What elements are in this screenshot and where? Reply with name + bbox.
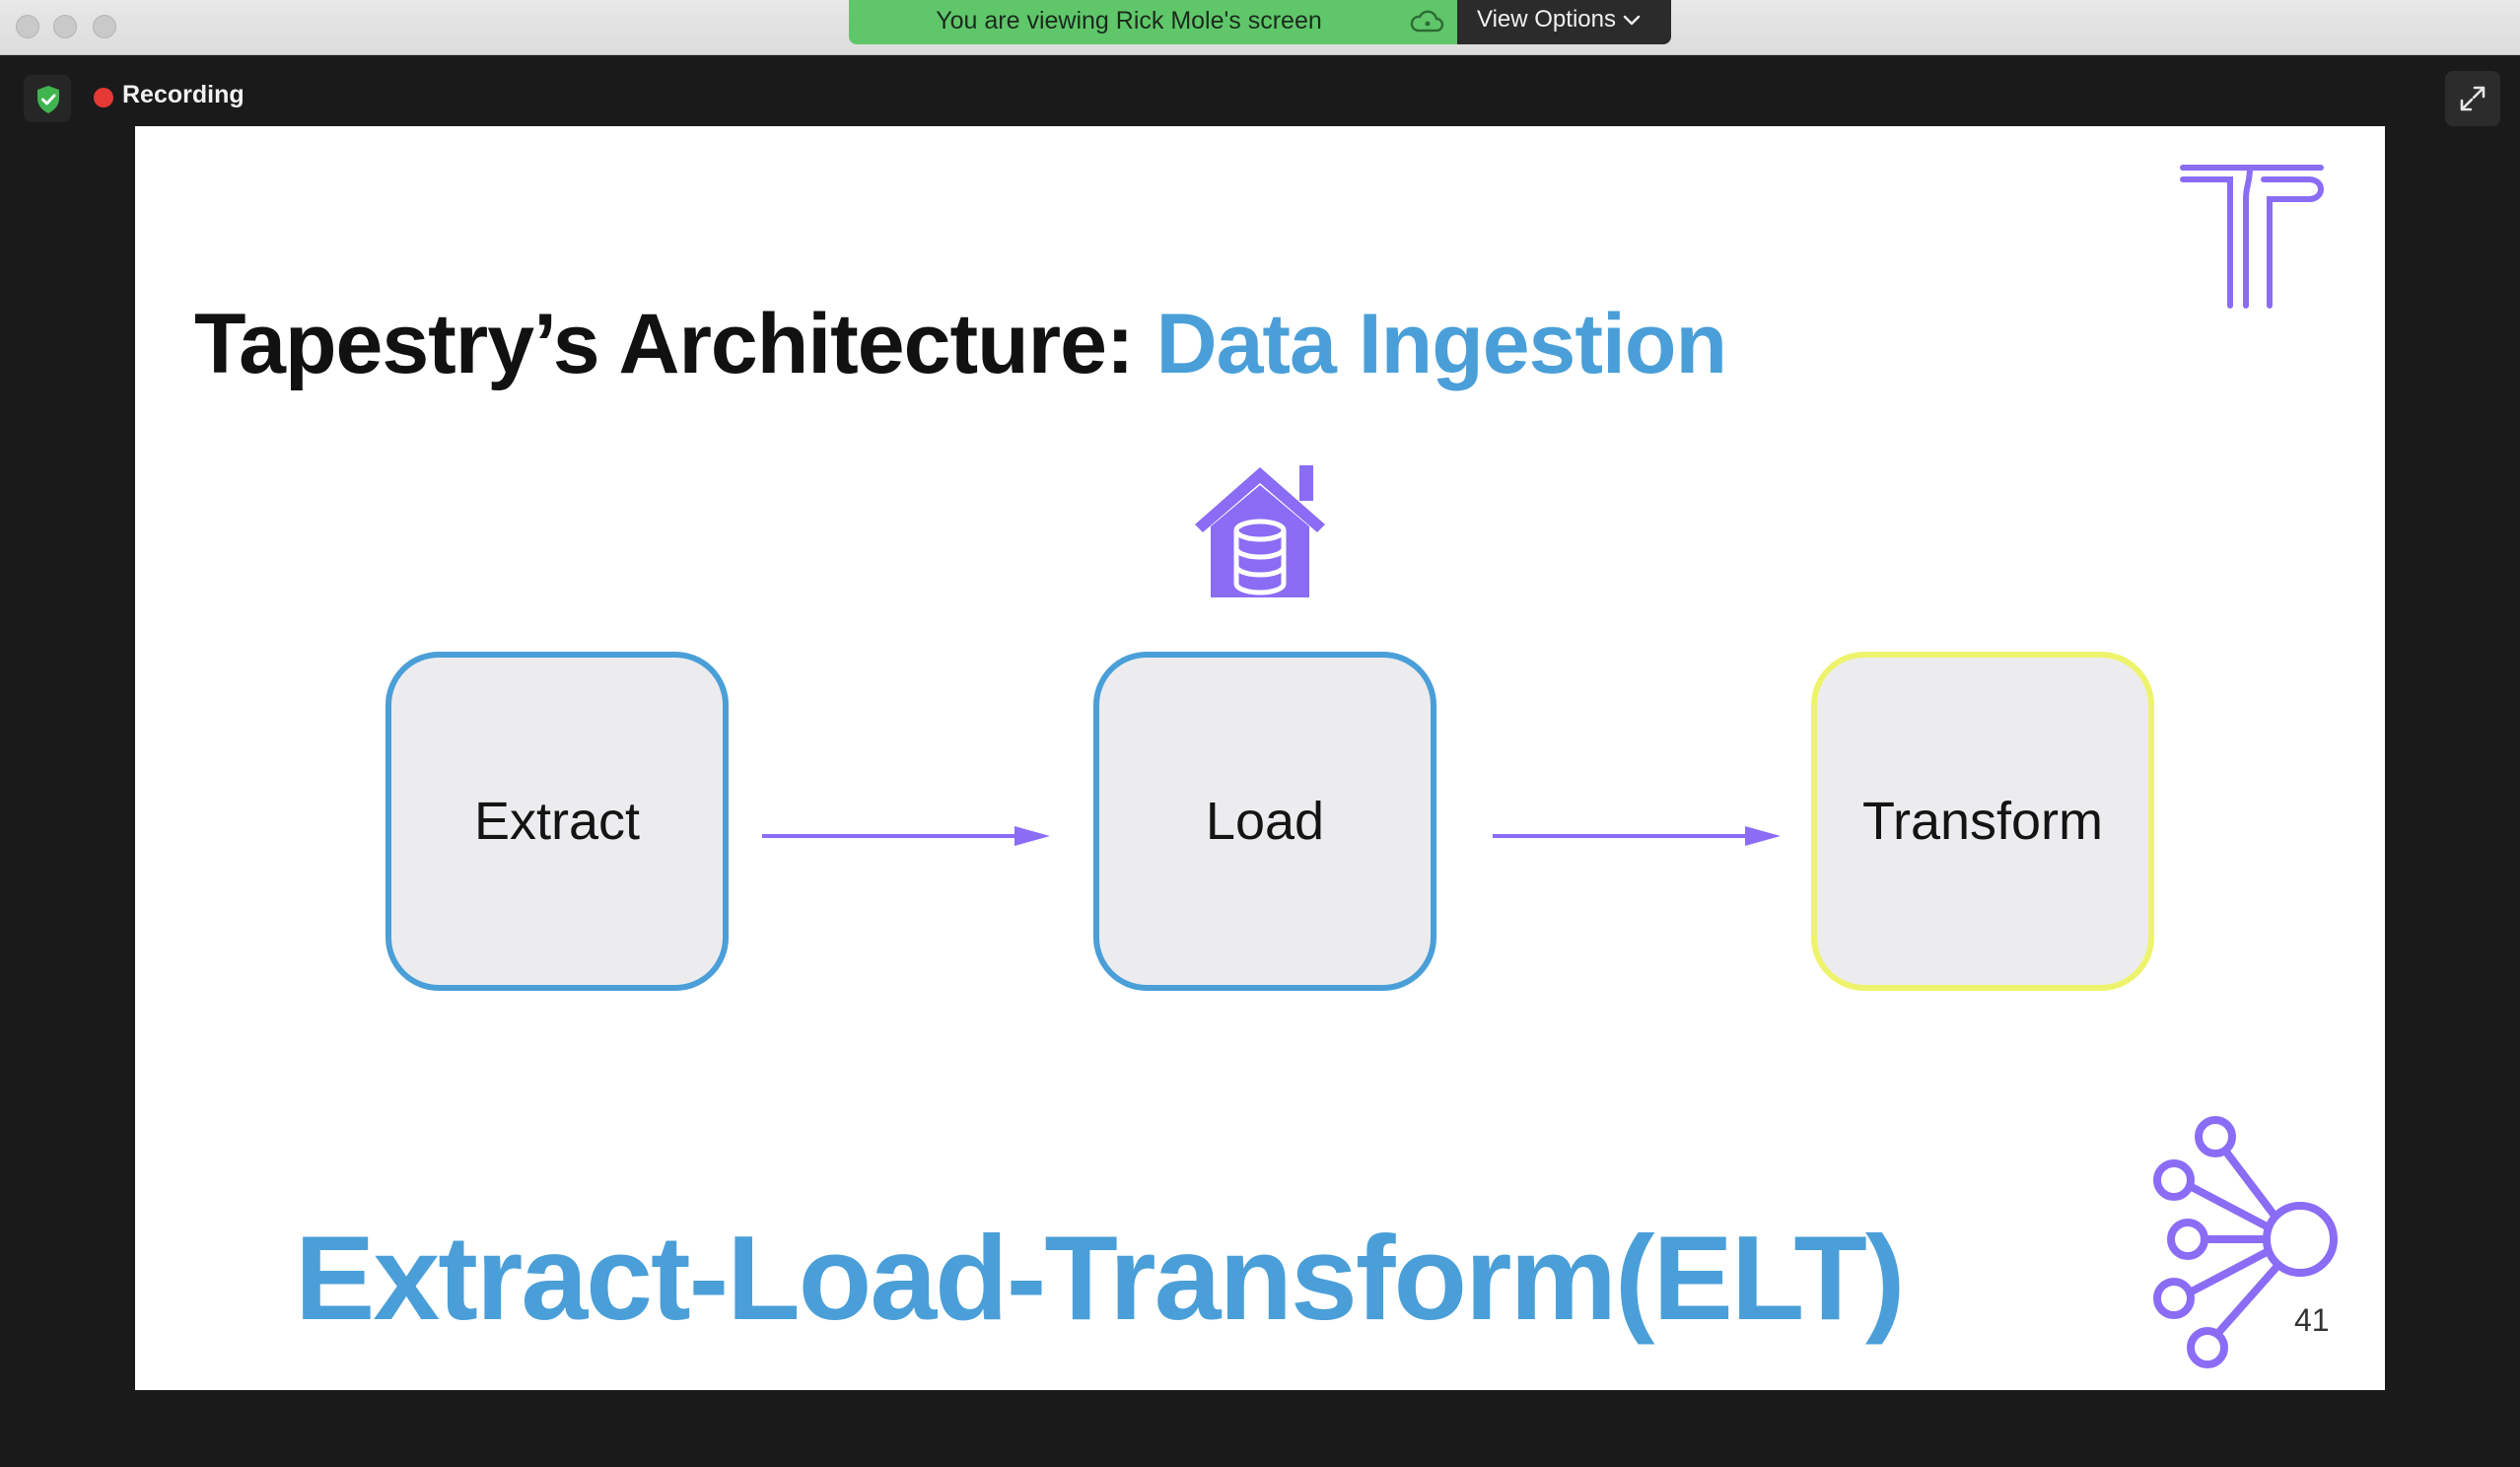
- recording-indicator-icon: [94, 88, 113, 107]
- elt-heading: Extract-Load-Transform(ELT): [295, 1211, 1906, 1345]
- security-badge[interactable]: [24, 75, 71, 122]
- recording-label: Recording: [122, 81, 245, 108]
- arrow-extract-to-load-icon: [762, 826, 1050, 846]
- tapestry-logo-icon: [2180, 165, 2324, 309]
- slide-title: Tapestry’s Architecture: Data Ingestion: [194, 296, 1727, 393]
- zoom-window-button[interactable]: [93, 15, 116, 38]
- close-window-button[interactable]: [16, 15, 39, 38]
- stage-box-transform: Transform: [1811, 652, 2154, 991]
- stage-label-load: Load: [1205, 792, 1325, 851]
- cloud-icon: [1410, 10, 1444, 33]
- view-options-button[interactable]: View Options: [1457, 0, 1671, 44]
- stage-label-extract: Extract: [473, 792, 641, 851]
- arrow-load-to-transform-icon: [1493, 826, 1781, 846]
- shield-check-icon: [37, 86, 59, 113]
- network-nodes-icon: [2153, 1116, 2338, 1368]
- share-banner-text: You are viewing Rick Mole's screen: [936, 7, 1322, 35]
- data-warehouse-icon: [1195, 465, 1325, 597]
- minimize-window-button[interactable]: [53, 15, 77, 38]
- screen-share-banner: You are viewing Rick Mole's screen: [849, 0, 1457, 44]
- stage-label-transform: Transform: [1861, 792, 2104, 851]
- window-titlebar: You are viewing Rick Mole's screen View …: [0, 0, 2520, 55]
- chevron-down-icon: [1623, 15, 1641, 26]
- stage-box-extract: Extract: [385, 652, 729, 991]
- slide-page-number: 41: [2294, 1302, 2330, 1338]
- view-options-label: View Options: [1477, 6, 1616, 33]
- slide-title-accent: Data Ingestion: [1155, 297, 1727, 391]
- slide-title-main: Tapestry’s Architecture:: [194, 297, 1156, 391]
- stage-box-load: Load: [1093, 652, 1436, 991]
- fullscreen-button[interactable]: [2445, 71, 2500, 126]
- shared-slide: Tapestry’s Architecture: Data Ingestion …: [135, 126, 2385, 1390]
- expand-icon: [2460, 86, 2485, 111]
